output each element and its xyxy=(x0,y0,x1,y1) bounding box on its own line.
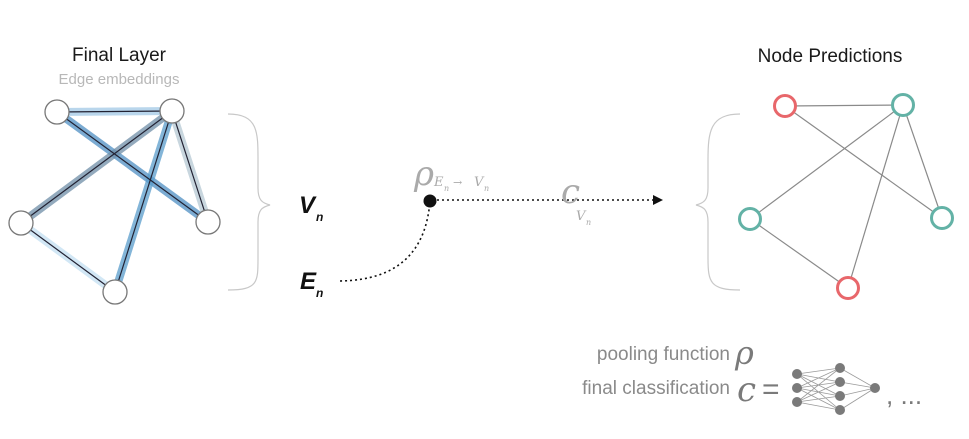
en-symbol: E xyxy=(300,268,317,295)
prediction-nodes xyxy=(738,93,954,300)
edge xyxy=(56,111,209,223)
graph-node xyxy=(8,210,34,236)
final-classification-label: final classification xyxy=(582,378,730,399)
nodes xyxy=(8,98,221,305)
neural-network-icon xyxy=(792,363,880,415)
rho-sub-e: E xyxy=(433,175,444,190)
edges xyxy=(20,110,209,293)
en-label: E n xyxy=(300,268,323,300)
rho-label: ρ E n → V n xyxy=(413,154,489,194)
en-subscript: n xyxy=(316,286,323,300)
final-classification-symbol: c xyxy=(737,370,756,410)
edge xyxy=(171,110,209,223)
node-predicted-red xyxy=(773,94,797,118)
vn-label: V n xyxy=(299,192,323,224)
edge xyxy=(749,104,904,220)
left-graph: Final Layer Edge embeddings xyxy=(8,45,221,305)
graph-node xyxy=(102,279,128,305)
edge xyxy=(784,104,904,107)
edge xyxy=(902,104,943,219)
edge xyxy=(749,218,849,289)
edge xyxy=(847,104,904,289)
rho-sub-v: V xyxy=(474,175,485,190)
vn-subscript: n xyxy=(316,210,323,224)
node-predicted-teal xyxy=(891,93,915,117)
edge xyxy=(20,110,173,224)
graph-node xyxy=(159,98,185,124)
pooling-node-dot xyxy=(423,194,437,208)
edge xyxy=(114,110,173,293)
pooling-function-label: pooling function xyxy=(597,344,730,365)
right-brace xyxy=(695,113,741,291)
vn-symbol: V xyxy=(299,192,317,219)
rho-sub-arrow: → xyxy=(453,176,462,189)
left-brace xyxy=(227,113,271,291)
prediction-edges xyxy=(749,104,943,289)
rho-symbol: ρ xyxy=(413,154,434,194)
graph-node xyxy=(195,209,221,235)
rho-sub-v-n: n xyxy=(484,184,489,193)
equals-sign: = xyxy=(762,373,780,406)
c-symbol: c xyxy=(561,172,580,212)
rho-sub-e-n: n xyxy=(444,184,449,193)
pooling-function-symbol: ρ xyxy=(734,334,754,372)
node-predicted-teal xyxy=(738,207,762,231)
c-sub-v: V xyxy=(576,209,587,224)
left-panel-subtitle: Edge embeddings xyxy=(59,71,180,88)
edge xyxy=(56,110,173,113)
ellipsis: , ... xyxy=(886,380,922,410)
legend: pooling function ρ final classification … xyxy=(582,334,922,415)
right-panel-title: Node Predictions xyxy=(758,46,903,67)
c-sub-n: n xyxy=(586,218,591,227)
graph-node xyxy=(44,99,70,125)
right-graph: Node Predictions xyxy=(738,46,954,300)
node-predicted-teal xyxy=(930,206,954,230)
left-panel-title: Final Layer xyxy=(72,45,167,66)
c-label: c V n xyxy=(561,172,591,227)
node-predicted-red xyxy=(836,276,860,300)
edge xyxy=(784,105,943,219)
edges-to-pool-curve xyxy=(339,200,431,282)
edge xyxy=(20,222,116,293)
